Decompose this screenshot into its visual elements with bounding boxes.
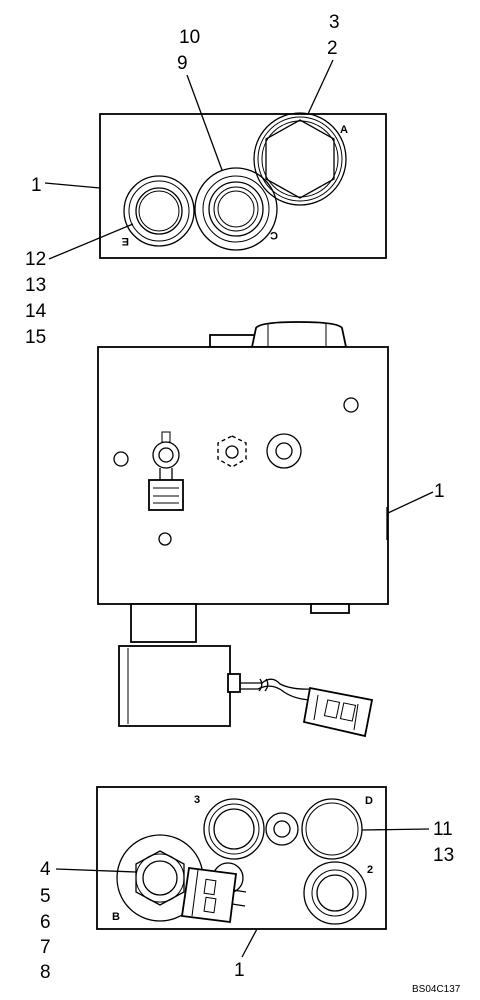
port-3-fitting: 3 xyxy=(194,794,265,860)
valve-block-top xyxy=(99,113,387,259)
leader-2 xyxy=(307,59,334,115)
callout-14-top: 14 xyxy=(25,301,47,322)
leader-12 xyxy=(48,223,134,260)
bottom-solenoid-connector xyxy=(180,862,247,924)
callout-6-bottom: 6 xyxy=(40,912,51,933)
solenoid-coil xyxy=(118,603,241,727)
bottom-plug xyxy=(310,603,350,614)
leader-1-top xyxy=(44,182,101,189)
hidden-hex-plug xyxy=(217,435,247,468)
callout-13-top: 13 xyxy=(25,275,46,296)
solenoid-stem xyxy=(148,431,184,511)
callout-15-top: 15 xyxy=(25,327,46,348)
callout-7-bottom: 7 xyxy=(40,937,51,958)
callout-11-bottom: 11 xyxy=(433,819,453,840)
small-plug xyxy=(265,812,299,846)
callout-1-bottom: 1 xyxy=(234,960,245,981)
side-port-fitting xyxy=(266,433,302,469)
callout-10-top: 10 xyxy=(179,27,200,48)
wire-harness xyxy=(240,678,315,701)
top-view: A E C 3 2 10 9 1 12 13 14 15 xyxy=(25,12,387,348)
callout-3-top: 3 xyxy=(329,12,340,33)
valve-block-side xyxy=(97,346,389,605)
top-hex-nut xyxy=(250,321,348,348)
leader-9 xyxy=(186,74,223,171)
callout-13-bottom: 13 xyxy=(433,845,454,866)
port-2-fitting: 2 xyxy=(303,861,373,925)
callout-9-top: 9 xyxy=(177,53,188,74)
callout-2-top: 2 xyxy=(327,38,338,59)
callout-8-bottom: 8 xyxy=(40,962,51,983)
callout-5-bottom: 5 xyxy=(40,886,51,907)
top-plug xyxy=(209,334,259,348)
callout-4-bottom: 4 xyxy=(40,859,51,880)
callout-1-middle: 1 xyxy=(434,481,445,502)
port-label-2: 2 xyxy=(367,864,373,876)
mount-hole xyxy=(343,397,359,413)
callout-1-top: 1 xyxy=(31,175,42,196)
port-label-d: D xyxy=(365,795,373,807)
port-a-hex-fitting: A xyxy=(253,112,348,206)
port-d-fitting: D xyxy=(301,795,373,860)
leader-1-middle xyxy=(387,491,434,514)
mount-hole xyxy=(158,532,172,546)
mount-hole xyxy=(113,451,129,467)
middle-view: 1 xyxy=(97,321,445,738)
port-label-c: C xyxy=(270,229,278,241)
port-label-a: A xyxy=(340,124,348,136)
port-label-e: E xyxy=(122,235,129,247)
port-c-fitting: C xyxy=(194,167,278,251)
leader-11 xyxy=(361,828,430,831)
port-label-b: B xyxy=(112,911,120,923)
figure-code: BS04C137 xyxy=(412,984,461,995)
port-e-fitting: E xyxy=(122,175,195,247)
electrical-connector xyxy=(302,686,374,738)
leader-4 xyxy=(55,868,137,873)
bottom-view: 3 D 2 B xyxy=(40,786,454,983)
callout-12-top: 12 xyxy=(25,249,46,270)
leader-1-bottom xyxy=(241,928,258,958)
port-label-3: 3 xyxy=(194,794,200,806)
